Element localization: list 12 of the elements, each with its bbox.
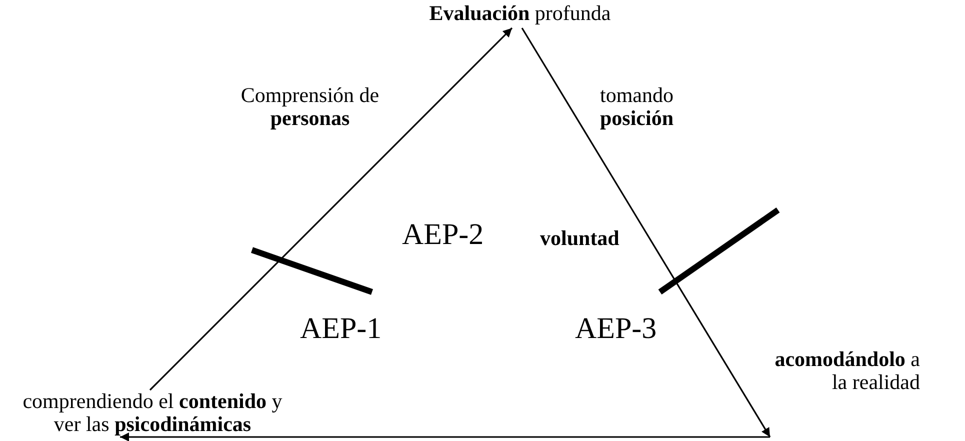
vertex-label: acomodándolo a la realidad [770, 348, 920, 437]
area-label: AEP-3 [575, 312, 657, 346]
arrow [149, 27, 513, 391]
arrow [120, 432, 770, 441]
area-label: AEP-2 [402, 218, 484, 252]
edge-label: Comprensión de personas [240, 84, 380, 130]
area-label: voluntad [540, 226, 620, 251]
area-label: AEP-1 [300, 312, 382, 346]
arrow [521, 28, 771, 438]
vertex-label: comprendiendo el contenido y ver las psicodinámicas [15, 390, 290, 437]
vertex-label: Evaluación profunda [420, 2, 620, 28]
edge-label: tomando posición [600, 84, 675, 130]
